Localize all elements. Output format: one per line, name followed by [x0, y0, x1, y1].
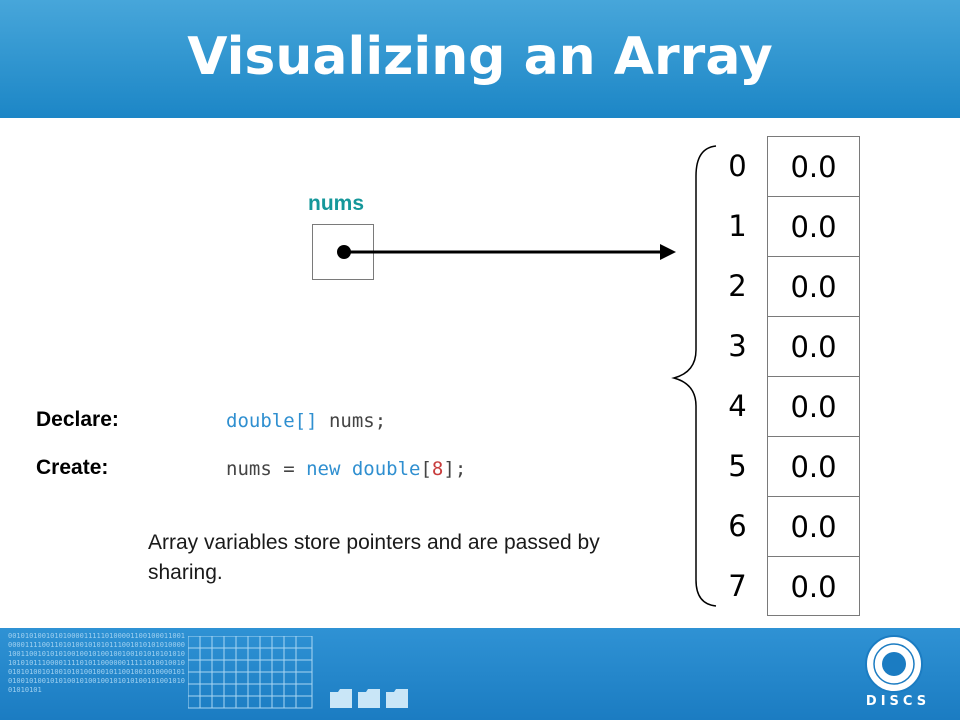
- create-size: 8: [431, 458, 444, 480]
- footer-band: 0010101001010100001111101000011001000110…: [0, 628, 960, 720]
- array-cell: 0.0: [767, 136, 860, 196]
- array-cell: 0.0: [767, 376, 860, 436]
- array-index: 7: [728, 569, 747, 603]
- declare-label: Declare:: [36, 408, 119, 431]
- binary-decoration: 0010101001010100001111101000011001000110…: [8, 632, 186, 694]
- folder-icon: [358, 689, 380, 708]
- array-index: 4: [728, 389, 747, 423]
- create-close: ];: [443, 458, 467, 480]
- create-open-bracket: [: [420, 458, 432, 480]
- folder-icon: [330, 689, 352, 708]
- title-bar: [0, 0, 960, 118]
- array-cell: 0.0: [767, 556, 860, 616]
- array-brace: [671, 145, 717, 607]
- declare-code: double[] nums;: [226, 410, 386, 432]
- array-index: 6: [728, 509, 747, 543]
- create-new: new double: [306, 458, 421, 480]
- folder-icons: [330, 689, 408, 708]
- create-code: nums = new double[8];: [226, 458, 466, 480]
- array-cell: 0.0: [767, 196, 860, 256]
- array-cell: 0.0: [767, 496, 860, 556]
- array-index: 2: [728, 269, 747, 303]
- pointer-arrowhead: [660, 244, 676, 260]
- note-text: Array variables store pointers and are p…: [148, 531, 600, 584]
- array-index: 1: [728, 209, 747, 243]
- declare-type: double[]: [226, 410, 318, 432]
- discs-logo: DISCS: [865, 694, 931, 709]
- university-seal-icon: [865, 635, 923, 693]
- folder-icon: [386, 689, 408, 708]
- array-cell: 0.0: [767, 256, 860, 316]
- declare-name: nums;: [317, 410, 387, 432]
- slide-title: Visualizing an Array: [187, 27, 773, 87]
- variable-label: nums: [308, 192, 365, 215]
- create-label: Create:: [36, 456, 109, 479]
- array-cell: 0.0: [767, 316, 860, 376]
- array-index: 0: [728, 149, 747, 183]
- array-index: 3: [728, 329, 747, 363]
- grid-graphic: [188, 636, 313, 709]
- array-cell: 0.0: [767, 436, 860, 496]
- create-lhs: nums =: [226, 458, 307, 480]
- array-index: 5: [728, 449, 747, 483]
